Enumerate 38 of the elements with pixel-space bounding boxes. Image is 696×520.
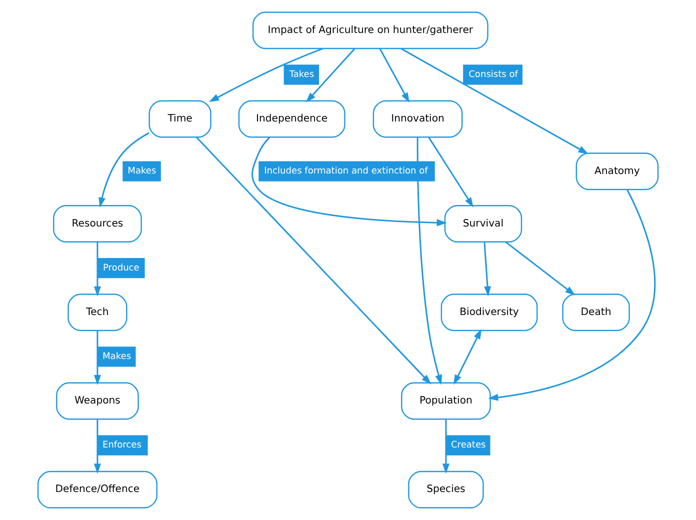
node-box: Independence <box>238 100 346 138</box>
arrow <box>416 137 442 385</box>
node-box: Population <box>401 382 491 420</box>
node-box: Innovation <box>372 100 463 138</box>
node-box: Resources <box>53 205 142 242</box>
node-box: Tech <box>68 294 128 332</box>
arrow <box>428 137 474 208</box>
arrow <box>488 190 656 401</box>
edge-label: Includes formation and extinction of <box>264 166 428 177</box>
arrow <box>98 132 150 208</box>
edge-label: Makes <box>102 352 132 362</box>
arrow <box>306 48 356 102</box>
edge-label: Creates <box>450 440 486 451</box>
node-box: Weapons <box>56 382 139 420</box>
arrow <box>484 242 492 296</box>
node-box: Biodiversity <box>440 294 538 332</box>
edge-label: Takes <box>289 70 314 80</box>
node-box: Defence/Offence <box>37 470 158 508</box>
arrow <box>400 48 588 154</box>
arrow <box>505 241 576 296</box>
edge-label: Produce <box>102 263 140 274</box>
arrow <box>252 136 447 226</box>
edge-label: Consists of <box>468 70 518 80</box>
arrow <box>94 242 101 296</box>
arrow <box>94 420 101 474</box>
node-box: Species <box>408 470 484 508</box>
edge-label: Makes <box>128 166 156 177</box>
node-box: Survival <box>444 205 522 242</box>
arrow <box>379 48 410 103</box>
node-box: Time <box>148 100 212 138</box>
node-box: Impact of Agriculture on hunter/gatherer <box>252 12 488 50</box>
arrow <box>94 330 101 386</box>
arrow <box>196 137 432 384</box>
arrow <box>442 420 450 474</box>
edge-label: Enforces <box>102 440 142 451</box>
node-box: Death <box>562 294 630 332</box>
arrow <box>454 328 482 385</box>
node-box: Anatomy <box>576 152 659 190</box>
